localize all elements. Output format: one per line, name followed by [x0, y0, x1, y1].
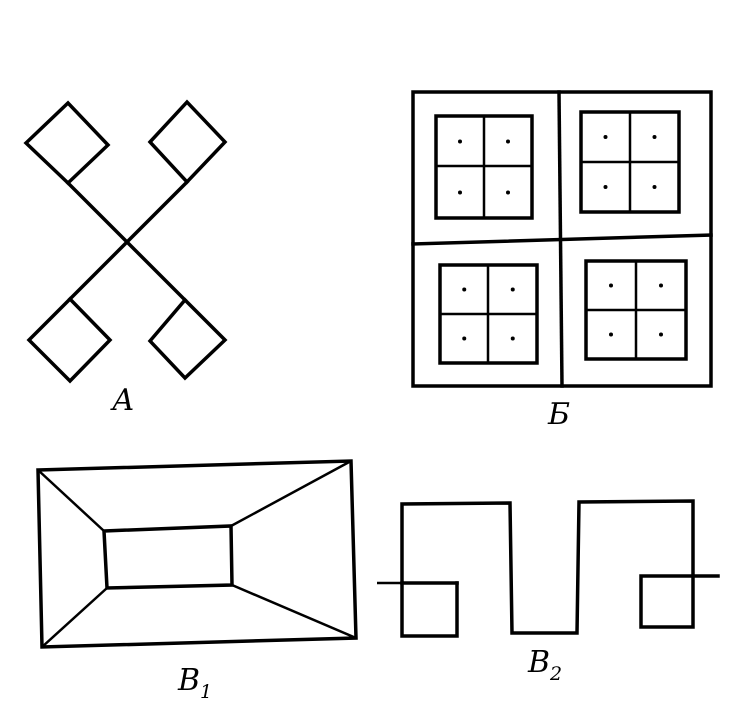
- grid-cell-dot: [603, 185, 608, 189]
- figure-b: Б: [411, 90, 713, 432]
- grid-cell-dot: [659, 332, 663, 337]
- figure-v1-ridge-line: [230, 459, 352, 528]
- figure-a-diagonal-2: [67, 179, 190, 302]
- grid-cell-dot: [506, 139, 510, 144]
- figure-v2-meander-path: [400, 499, 720, 635]
- figure-b-dots: [458, 135, 663, 341]
- grid-cell-dot: [510, 336, 515, 341]
- grid-cell-dot: [659, 283, 663, 288]
- figure-v2-left-pad: [400, 581, 459, 638]
- figure-v1-letter: В: [177, 663, 200, 698]
- grid-cell-dot: [462, 336, 467, 341]
- grid-cell-dot: [510, 287, 515, 292]
- figure-v1: В1: [36, 459, 358, 703]
- grid-cell-dot: [609, 283, 613, 288]
- figure-v2-label: В2: [527, 645, 562, 685]
- figure-v1-label: В1: [177, 663, 212, 703]
- figure-a-pad-bottom-right: [147, 297, 228, 381]
- figure-v1-subscript: 1: [200, 681, 212, 703]
- figure-a-pad-bottom-left: [26, 296, 113, 384]
- grid-cell-dot: [506, 190, 510, 195]
- figure-a-label: А: [110, 383, 135, 418]
- grid-cell-dot: [462, 287, 467, 292]
- grid-cell-dot: [458, 190, 462, 195]
- grid-cell-dot: [603, 135, 608, 139]
- figure-b-horizontal-divider: [411, 233, 713, 246]
- figure-a-pad-top-left: [23, 100, 111, 186]
- figure-v1-ridge-line: [231, 583, 357, 640]
- figure-v1-ridge-line: [37, 469, 105, 532]
- figure-b-label: Б: [547, 397, 570, 432]
- figure-v2-letter: В: [527, 645, 550, 680]
- figure-v1-ridge-line: [41, 587, 108, 648]
- figure-v2-subscript: 2: [549, 663, 562, 685]
- figure-a-pad-top-right: [147, 99, 228, 185]
- grid-cell-dot: [652, 135, 657, 139]
- figure-v1-outer-frame: [36, 459, 358, 649]
- figure-v1-inner-rectangle: [102, 524, 234, 590]
- grid-cell-dot: [458, 139, 462, 144]
- grid-cell-dot: [609, 332, 613, 337]
- grid-cell-dot: [652, 185, 657, 189]
- figure-a: А: [23, 99, 228, 418]
- figure-v2: В2: [377, 499, 720, 685]
